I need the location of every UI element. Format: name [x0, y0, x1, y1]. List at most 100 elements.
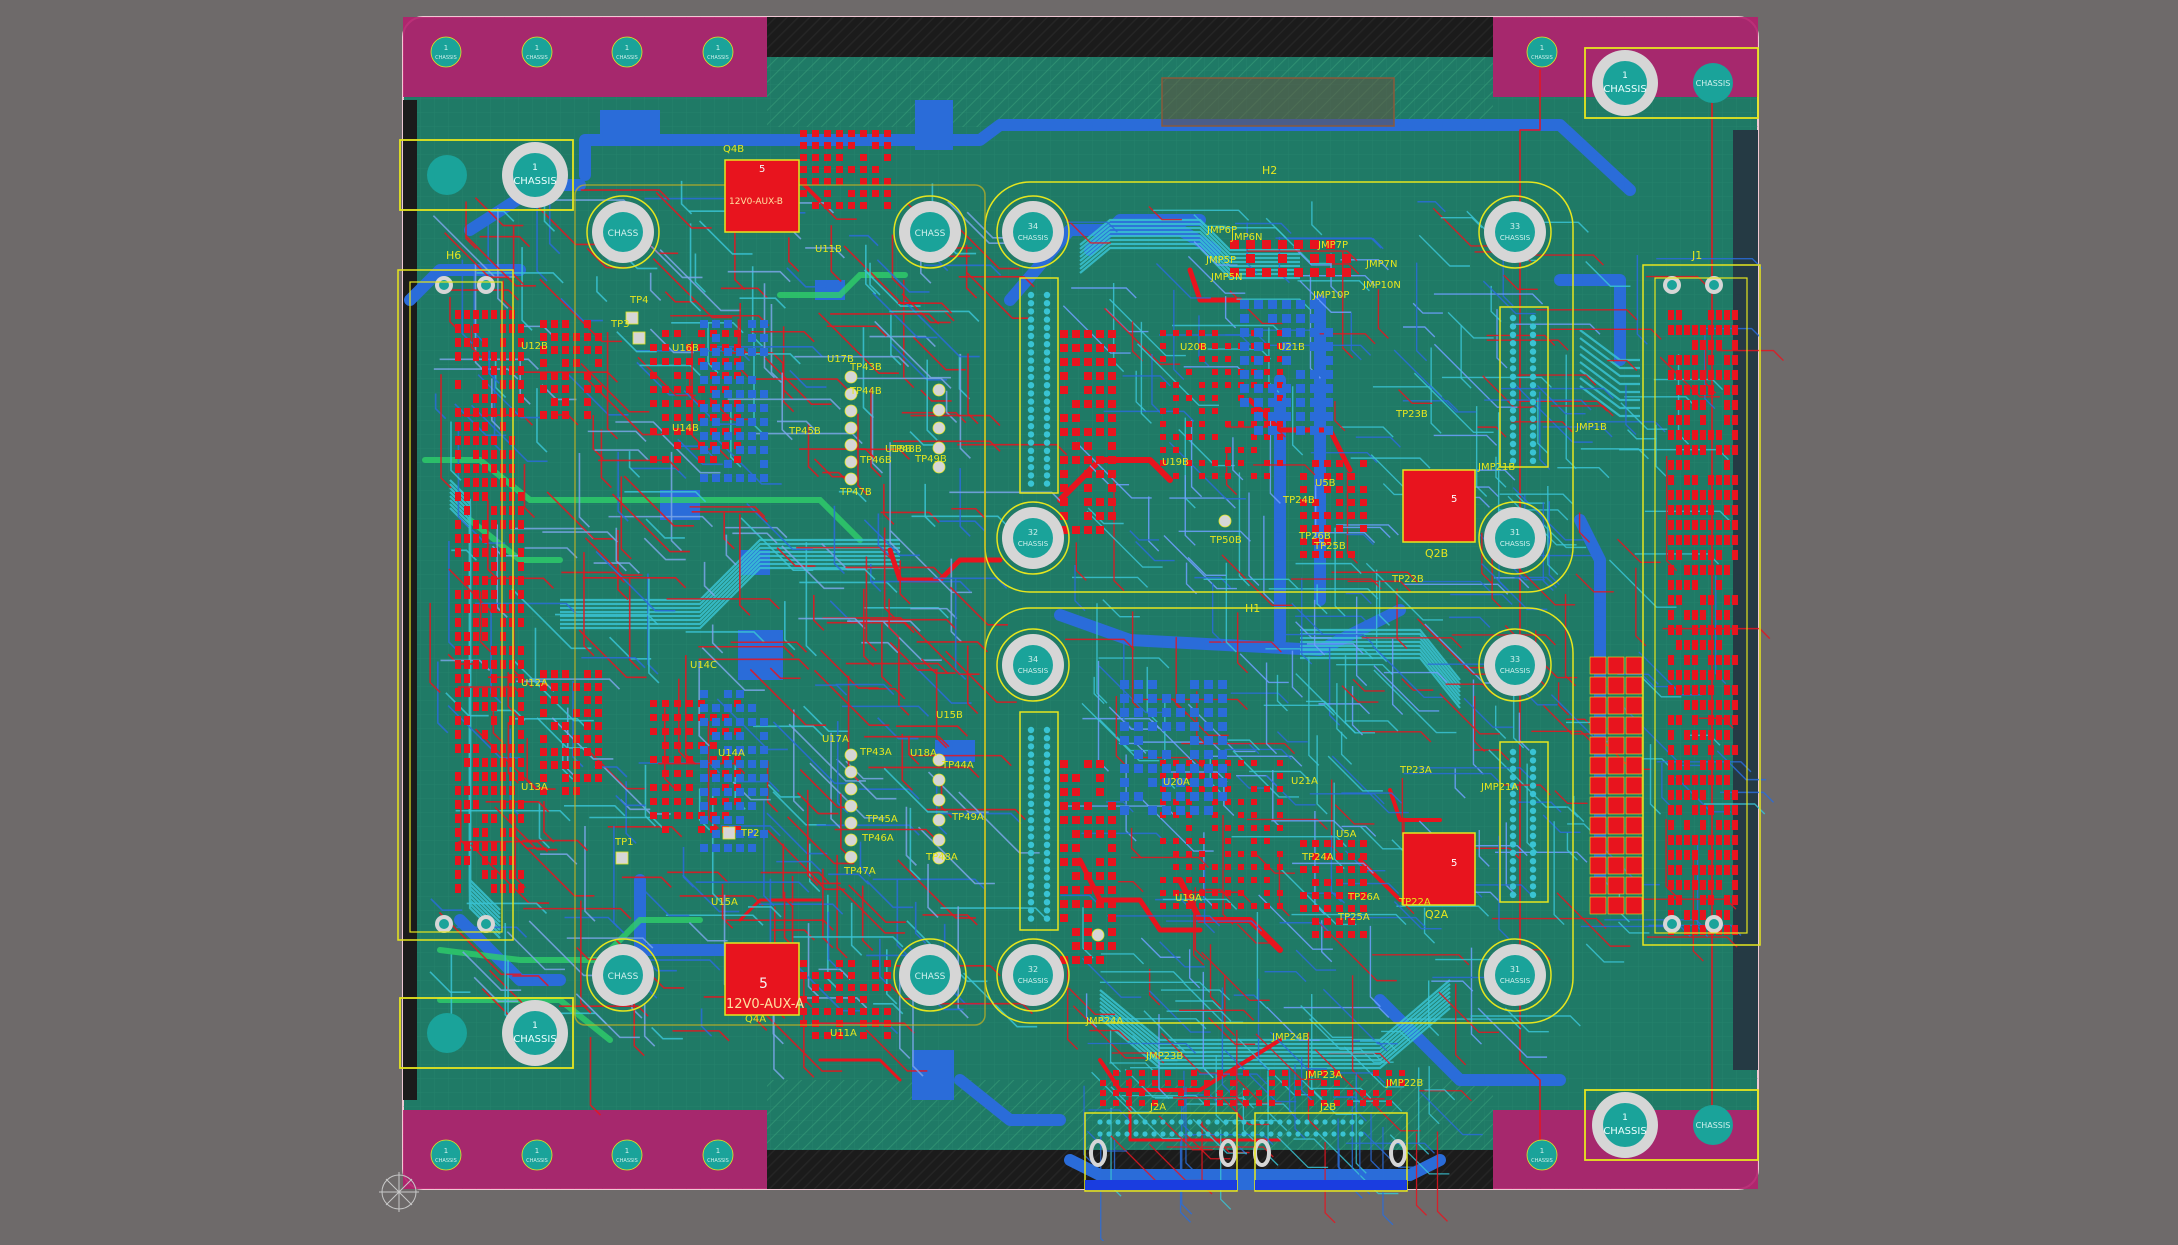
edge-pad-pin: 1: [625, 1147, 629, 1155]
test-point-pad: [1218, 514, 1232, 528]
chassis-pad-label: CHASSIS: [513, 176, 556, 187]
designator-u13a: U13A: [521, 782, 548, 793]
mosfet-Q2B-label: Q2B: [1425, 547, 1448, 560]
connector-J2B[interactable]: J2B: [1254, 1102, 1408, 1192]
designator-u21a: U21A: [1291, 776, 1318, 787]
designator-u14a: U14A: [718, 748, 745, 759]
test-point-pad: [932, 793, 946, 807]
designator-tp2: TP2: [740, 828, 760, 839]
power-pad-bottom[interactable]: 5 12V0-AUX-A: [724, 942, 804, 1016]
designator-tp23a: TP23A: [1399, 765, 1432, 776]
mounting-hole-label: CHASSIS: [1500, 234, 1531, 242]
mounting-hole-number: 34: [1028, 655, 1038, 664]
designator-tp47b: TP47B: [839, 487, 872, 498]
designator-tp48a: TP48A: [925, 852, 958, 863]
designator-tp3: TP3: [610, 319, 630, 330]
mounting-hole-label: CHASSIS: [1018, 234, 1049, 242]
designator-jmp1b: JMP1B: [1575, 422, 1607, 433]
connector-J2B-label: J2B: [1319, 1102, 1336, 1113]
test-point-pad: [844, 833, 858, 847]
edge-pad-pin: 1: [535, 1147, 539, 1155]
designator-tp49b: TP49B: [914, 454, 947, 465]
designator-tp26b: TP26B: [1298, 531, 1331, 542]
designator-tp25b: TP25B: [1313, 541, 1346, 552]
designator-tp43a: TP43A: [859, 747, 892, 758]
designator-tp44b: TP44B: [849, 386, 882, 397]
power-pad-top-pin: 5: [759, 164, 765, 175]
origin-crosshair-icon: [379, 1172, 419, 1212]
designator-u14c: U14C: [690, 660, 717, 671]
designator-q4a: Q4A: [745, 1014, 766, 1025]
designator-u21b: U21B: [1278, 342, 1305, 353]
designator-tp46a: TP46A: [861, 833, 894, 844]
test-point-pad: [932, 773, 946, 787]
designator-tp49a: TP49A: [951, 812, 984, 823]
designator-jmp22b: JMP22B: [1385, 1078, 1423, 1089]
mosfet-Q2B[interactable]: 5 Q2B: [1402, 469, 1476, 560]
connector-J2A[interactable]: J2A: [1084, 1102, 1238, 1192]
designator-q4b: Q4B: [723, 144, 744, 155]
designator-u17a: U17A: [822, 734, 849, 745]
module-H2-label: H2: [1262, 164, 1277, 177]
designator-jmp10n: JMP10N: [1362, 280, 1401, 291]
test-point-pad: [844, 472, 858, 486]
mounting-hole: CHASS: [586, 195, 660, 269]
edge-pad-pin: 1: [625, 44, 629, 52]
mounting-hole-number: 31: [1510, 528, 1520, 537]
power-pad-top[interactable]: 5 12V0-AUX-B: [724, 159, 800, 233]
mounting-hole-label: CHASS: [608, 229, 639, 239]
designator-jmp5n: JMP5N: [1210, 272, 1242, 283]
mosfet-Q2A[interactable]: 5 Q2A: [1402, 832, 1476, 921]
designator-u17b: U17B: [827, 354, 854, 365]
test-point-pad: [844, 782, 858, 796]
chassis-pad-label: CHASSIS: [1696, 1121, 1731, 1130]
designator-tp45b: TP45B: [788, 426, 821, 437]
mounting-hole: CHASS: [586, 938, 660, 1012]
designator-u19b: U19B: [1162, 457, 1189, 468]
designator-tp48b: TP48B: [889, 444, 922, 455]
power-pad-bottom-pin: 5: [759, 976, 768, 992]
test-point-square: [615, 851, 629, 865]
test-point-pad: [844, 370, 858, 384]
test-point-pad: [932, 460, 946, 474]
test-point-pad: [932, 813, 946, 827]
designator-tp47a: TP47A: [843, 866, 876, 877]
designator-jmp10p: JMP10P: [1312, 290, 1349, 301]
mounting-hole-label: CHASSIS: [1500, 540, 1531, 548]
test-point-pad: [844, 387, 858, 401]
edge-pad-pin: 1: [444, 44, 448, 52]
mounting-hole-label: CHASSIS: [1500, 667, 1531, 675]
test-point-square: [722, 826, 736, 840]
mounting-holes: 34CHASSIS33CHASSIS32CHASSIS31CHASSIS34CH…: [586, 195, 1552, 1012]
test-point-pad: [844, 421, 858, 435]
connector-J1[interactable]: J1: [1642, 249, 1761, 946]
connector-H6[interactable]: H6: [397, 249, 514, 941]
designator-u12a: U12A: [521, 678, 548, 689]
designator-tp24b: TP24B: [1282, 495, 1315, 506]
chassis-pad-label: CHASSIS: [1696, 79, 1731, 88]
test-point-pad: [844, 455, 858, 469]
designator-u18a: U18A: [910, 748, 937, 759]
edge-pad-pin: 1: [716, 44, 720, 52]
designator-tp44a: TP44A: [941, 760, 974, 771]
designator-jmp23a: JMP23A: [1304, 1070, 1342, 1081]
designator-jmp6p: JMP6P: [1206, 225, 1237, 236]
designator-jmp6n: JMP6N: [1230, 232, 1262, 243]
designator-tp24a: TP24A: [1301, 852, 1334, 863]
edge-pad-pin: 1: [1540, 44, 1544, 52]
test-point-pad: [932, 403, 946, 417]
test-point-pad: [932, 753, 946, 767]
